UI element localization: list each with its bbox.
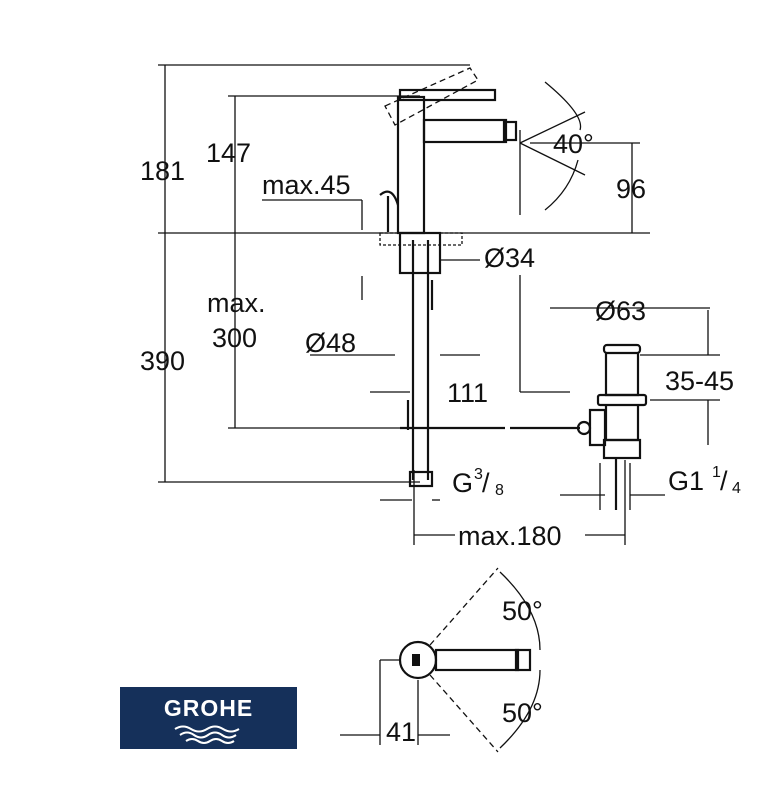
- dim-111: 111: [447, 378, 488, 408]
- thread-slash-2: /: [720, 466, 728, 496]
- thread-slash: /: [482, 468, 490, 498]
- thread-g-num: 3: [474, 466, 483, 483]
- pop-up-waste: [596, 343, 648, 510]
- faucet-top-view: [340, 567, 541, 753]
- waves-icon: [174, 725, 240, 744]
- dim-96: 96: [616, 174, 646, 204]
- faucet-side-view: [379, 67, 607, 488]
- angle-50-bottom: 50°: [502, 698, 543, 728]
- grohe-logo: GROHE: [120, 687, 297, 749]
- dim-d63: Ø63: [595, 296, 646, 326]
- angle-40: 40°: [553, 129, 594, 159]
- thread-g: G: [452, 468, 473, 498]
- dim-300: 300: [212, 323, 257, 353]
- logo-text: GROHE: [163, 695, 254, 721]
- dim-147: 147: [206, 138, 251, 168]
- dim-35-45: 35-45: [665, 366, 734, 396]
- dim-max-180: max.180: [458, 521, 562, 551]
- angle-50-top: 50°: [502, 596, 543, 626]
- dim-d34: Ø34: [484, 243, 535, 273]
- dim-max-45: max.45: [262, 170, 351, 200]
- thread-g1: G1: [668, 466, 704, 496]
- dim-max-label: max.: [207, 288, 266, 318]
- dim-390: 390: [140, 346, 185, 376]
- dim-41: 41: [386, 717, 416, 747]
- thread-g-den: 8: [495, 482, 504, 499]
- dim-d48: Ø48: [305, 328, 356, 358]
- thread-g1-num: 1: [712, 464, 721, 481]
- dim-181: 181: [140, 156, 185, 186]
- angle-arcs: [519, 81, 586, 211]
- thread-g1-den: 4: [732, 480, 741, 497]
